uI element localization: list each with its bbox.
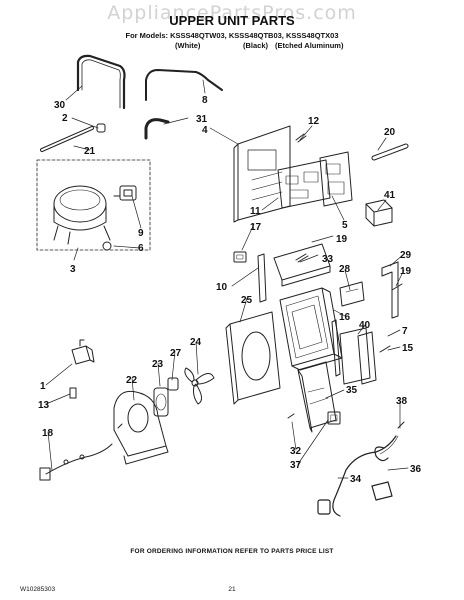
callout-20: 20: [384, 127, 396, 138]
page-number: 21: [228, 586, 236, 593]
callout-23: 23: [152, 359, 164, 370]
part-31-elbow: [144, 118, 170, 140]
part-32-screw: [117, 423, 123, 429]
part-35-bracket: [297, 361, 337, 433]
callout-labels: 30 2 21 8 31 4 12 20 3 9 6 11 5 41 17 19…: [38, 95, 422, 485]
part-32-lower-screw: [287, 413, 295, 419]
callout-10: 10: [216, 282, 228, 293]
part-17-clip: [233, 251, 247, 263]
part-25-fan-shroud: [225, 311, 281, 405]
callout-12: 12: [308, 116, 320, 127]
leader-lines: [45, 79, 409, 479]
callout-22: 22: [126, 375, 138, 386]
part-1-start-device: [71, 339, 95, 365]
part-34-power-cord: [317, 435, 399, 517]
part-24-fan-blade: [184, 367, 215, 405]
part-19-right-screw: [391, 283, 403, 291]
callout-9: 9: [138, 228, 144, 239]
callout-4: 4: [202, 125, 208, 136]
part-15-screw: [379, 345, 391, 353]
part-20-heater: [371, 143, 409, 161]
part-16-panel: [331, 319, 341, 377]
watermark-text: AppliancePartsPros.com: [107, 2, 357, 24]
part-5-control-board: [319, 151, 353, 207]
callout-15: 15: [402, 343, 414, 354]
part-27-fan-hub: [167, 377, 179, 391]
part-7-panel: [357, 331, 377, 385]
callout-32: 32: [290, 446, 302, 457]
callout-11: 11: [250, 206, 261, 217]
callout-41: 41: [384, 190, 396, 201]
part-8-tube: [145, 69, 223, 101]
callout-34: 34: [350, 474, 362, 485]
part-41-relay: [365, 199, 393, 227]
callout-25: 25: [241, 295, 253, 306]
callout-38: 38: [396, 396, 408, 407]
callout-19-right: 19: [400, 266, 412, 277]
part-21-capillary: [40, 126, 94, 152]
callout-5: 5: [342, 220, 348, 231]
callout-21: 21: [84, 146, 96, 157]
callout-33: 33: [322, 254, 334, 265]
part-38-screw: [397, 421, 405, 429]
finish-black-label: (Black): [243, 41, 269, 50]
callout-19: 19: [336, 234, 348, 245]
page-title: UPPER UNIT PARTS: [169, 13, 295, 28]
callout-13: 13: [38, 400, 50, 411]
finish-white-label: (White): [175, 41, 201, 50]
callout-35: 35: [346, 385, 358, 396]
callout-6: 6: [138, 243, 144, 254]
callout-7: 7: [402, 326, 408, 337]
model-list: For Models: KSSS48QTW03, KSSS48QTB03, KS…: [125, 31, 339, 40]
part-13-clip: [69, 387, 77, 399]
finish-etched-label: (Etched Aluminum): [275, 41, 344, 50]
part-19-screw: [295, 253, 309, 263]
part-37-block: [327, 411, 341, 425]
callout-37: 37: [290, 460, 302, 471]
part-18-wire-harness: [39, 443, 113, 481]
ordering-note: FOR ORDERING INFORMATION REFER TO PARTS …: [130, 548, 334, 555]
part-12-screw: [295, 133, 307, 143]
callout-30: 30: [54, 100, 66, 111]
callout-8: 8: [202, 95, 208, 106]
part-33-bracket: [273, 243, 331, 287]
part-11-control-board: [277, 159, 331, 209]
callout-27: 27: [170, 348, 182, 359]
callout-29: 29: [400, 250, 412, 261]
part-3-compressor-assembly: [36, 159, 151, 251]
callout-1: 1: [40, 381, 46, 392]
callout-17: 17: [250, 222, 262, 233]
part-23-fan-motor: [153, 387, 169, 417]
callout-3: 3: [70, 264, 76, 275]
callout-40: 40: [359, 320, 371, 331]
callout-36: 36: [410, 464, 422, 475]
part-29-bracket: [381, 261, 399, 319]
part-30-tube: [76, 54, 126, 110]
callout-28: 28: [339, 264, 351, 275]
callout-2: 2: [62, 113, 68, 124]
callout-18: 18: [42, 428, 54, 439]
part-28-bracket: [339, 281, 365, 307]
part-22-motor-bracket: [113, 390, 169, 465]
callout-24: 24: [190, 337, 202, 348]
document-number: W10285303: [20, 586, 56, 593]
part-2-connector: [96, 123, 106, 133]
part-40-panel: [339, 327, 371, 385]
callout-16: 16: [339, 312, 351, 323]
part-10-strip: [257, 253, 267, 303]
callout-31: 31: [196, 114, 208, 125]
